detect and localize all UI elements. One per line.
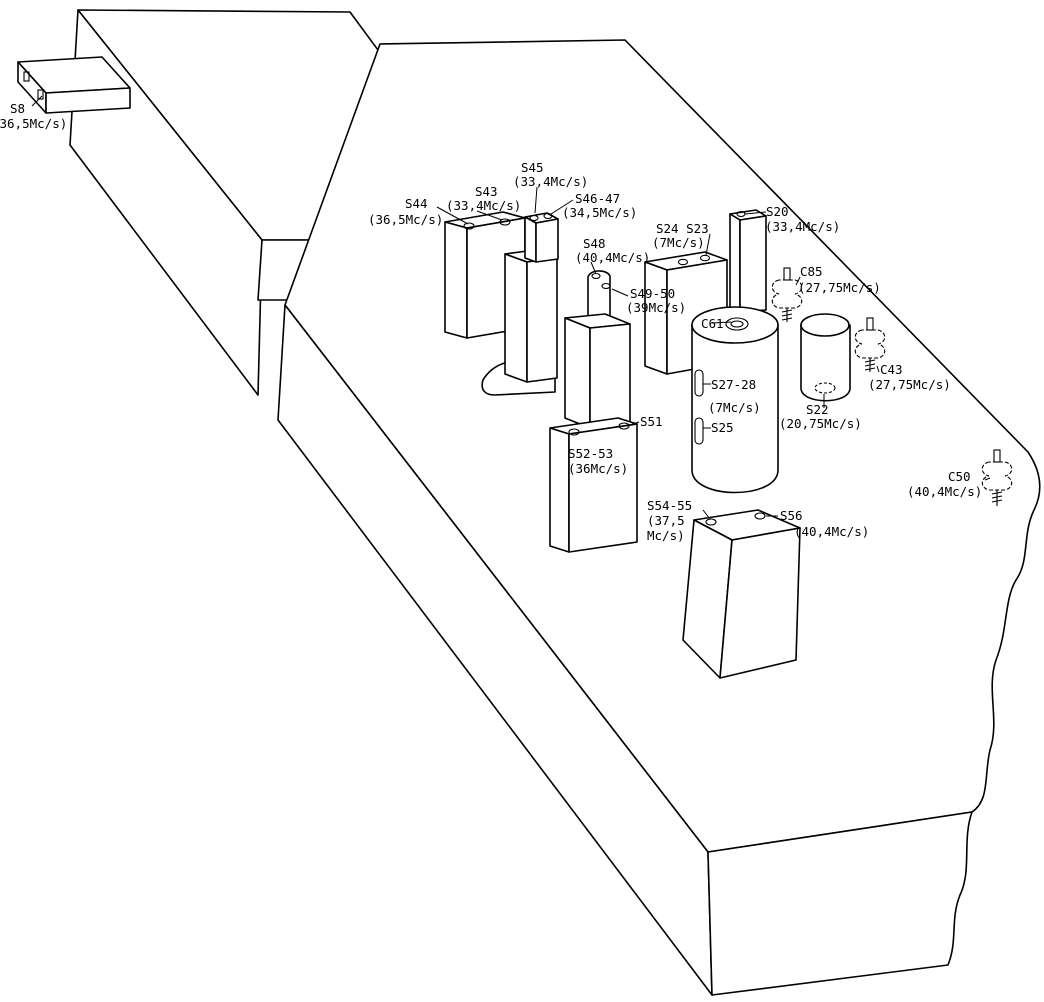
label-s52-53: S52-53	[568, 446, 613, 461]
label-s43-freq: (33,4Mc/s)	[446, 198, 521, 213]
label-s24-freq: (7Mc/s)	[652, 235, 705, 250]
label-s22-freq: (20,75Mc/s)	[779, 416, 862, 431]
c85-trimmer	[771, 267, 803, 322]
label-s20-freq: (33,4Mc/s)	[765, 219, 840, 234]
leader-lines	[31, 95, 991, 520]
label-s48-freq: (40,4Mc/s)	[575, 250, 650, 265]
label-s54-55-freq-b: Mc/s)	[647, 528, 685, 543]
label-s27-28: S27-28	[711, 377, 756, 392]
label-s49-50: S49-50	[630, 286, 675, 301]
label-s20: S20	[766, 204, 789, 219]
label-c50: C50	[948, 469, 971, 484]
s48-post	[564, 270, 631, 429]
label-s52-53-freq: (36Mc/s)	[568, 461, 628, 476]
label-s25: S25	[711, 420, 734, 435]
label-c85-freq: (27,75Mc/s)	[798, 280, 881, 295]
label-s44-freq: (36,5Mc/s)	[368, 212, 443, 227]
center-tower	[504, 212, 559, 383]
label-c85: C85	[800, 264, 823, 279]
s54-56-block	[682, 509, 801, 679]
c43-trimmer	[854, 317, 886, 372]
label-s24-s23: S24 S23	[656, 221, 709, 236]
label-s46-47-freq: (34,5Mc/s)	[562, 205, 637, 220]
label-s45-freq: (33,4Mc/s)	[513, 174, 588, 189]
label-s8: S8	[10, 101, 25, 116]
label-s8-freq: (36,5Mc/s)	[0, 116, 67, 131]
label-s51: S51	[640, 414, 663, 429]
label-s56: S56	[780, 508, 803, 523]
label-s46-47: S46-47	[575, 191, 620, 206]
label-s54-55-freq-a: (37,5	[647, 513, 685, 528]
label-c43-freq: (27,75Mc/s)	[868, 377, 951, 392]
s22-can	[800, 313, 851, 402]
label-c43: C43	[880, 362, 903, 377]
label-s22: S22	[806, 402, 829, 417]
c61-can	[691, 306, 779, 494]
label-s56-freq: (40,4Mc/s)	[794, 524, 869, 539]
label-s27-28-freq: (7Mc/s)	[708, 400, 761, 415]
s8-box	[17, 56, 131, 114]
label-c50-freq: (40,4Mc/s)	[907, 484, 982, 499]
labels: S8 (36,5Mc/s) S45 (33,4Mc/s) S46-47 (34,…	[0, 101, 982, 543]
label-s43: S43	[475, 184, 498, 199]
label-s48: S48	[583, 236, 606, 251]
c50-trimmer	[981, 449, 1013, 506]
label-s49-50-freq: (39Mc/s)	[626, 300, 686, 315]
label-s45: S45	[521, 160, 544, 175]
label-c61: C61	[701, 316, 724, 331]
s52-53-block	[549, 417, 638, 553]
s20-s24-block	[644, 209, 767, 375]
label-s44: S44	[405, 196, 428, 211]
label-s54-55: S54-55	[647, 498, 692, 513]
